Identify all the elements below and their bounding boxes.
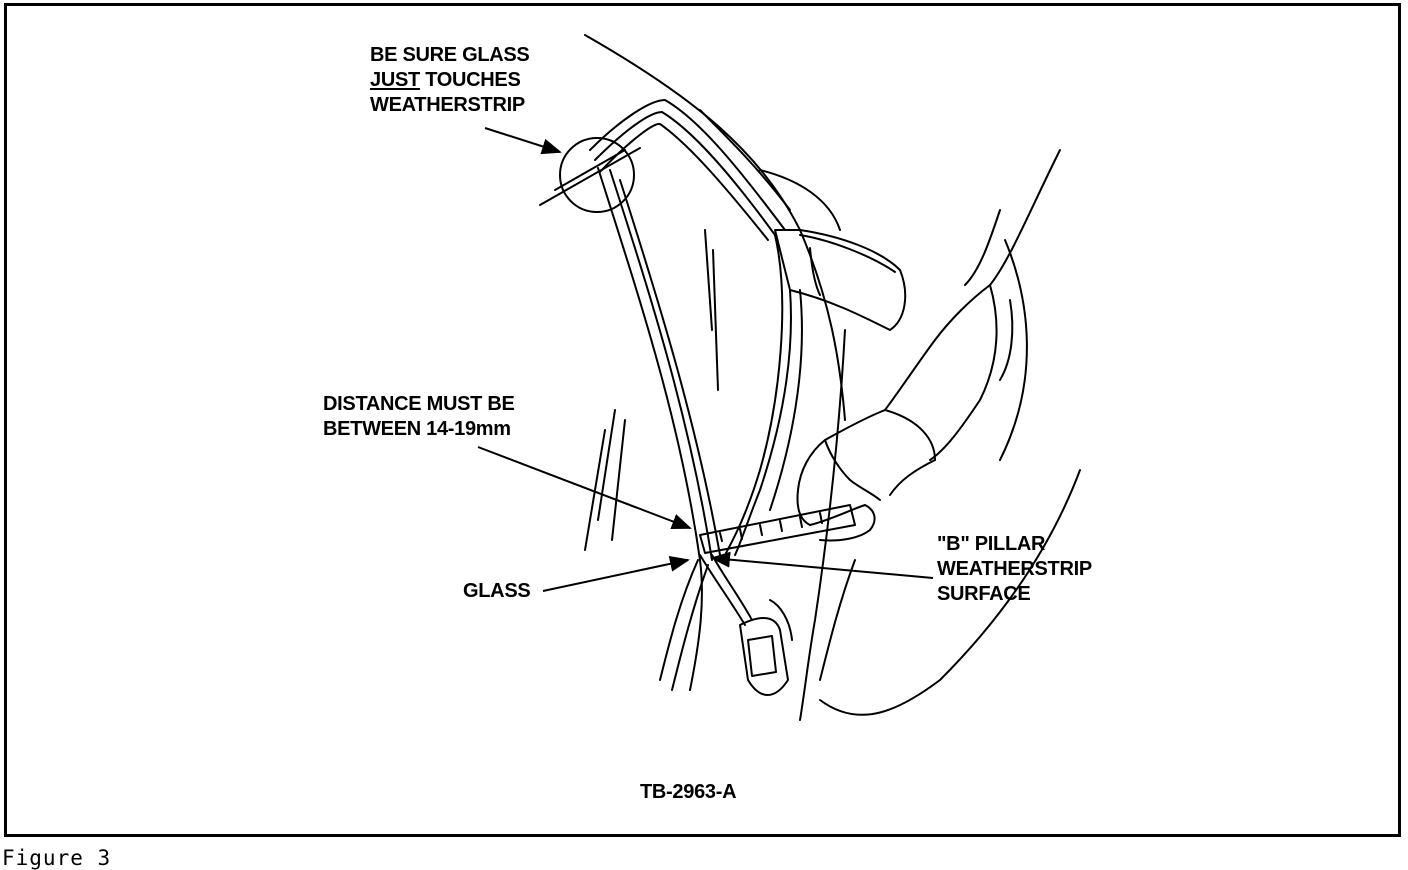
- callout-pillar-line3: SURFACE: [937, 583, 1031, 605]
- callout-glass: GLASS: [463, 580, 531, 602]
- hand: [796, 409, 886, 526]
- callout-glass-touch-line2: JUST TOUCHES: [370, 68, 529, 93]
- scale-ruler: [699, 504, 856, 554]
- window-frame: [589, 99, 786, 231]
- callout-distance-line1: DISTANCE MUST BE: [323, 393, 515, 415]
- callout-distance: DISTANCE MUST BE BETWEEN 14-19mm: [323, 392, 515, 442]
- callout-pillar-line1: "B" PILLAR: [937, 533, 1046, 555]
- callout-glass-touch: BE SURE GLASS JUST TOUCHES WEATHERSTRIP: [370, 43, 530, 118]
- figure-frame: [4, 3, 1401, 837]
- leader-pillar: [710, 551, 934, 579]
- arm: [884, 149, 1061, 411]
- detail-circle: [559, 137, 635, 213]
- b-pillar: [724, 234, 784, 556]
- callout-glass-touch-line2-rest: TOUCHES: [419, 69, 521, 91]
- callout-distance-line2: BETWEEN 14-19mm: [323, 418, 511, 440]
- callout-pillar: "B" PILLAR WEATHERSTRIP SURFACE: [937, 532, 1092, 607]
- door-handle: [739, 617, 789, 696]
- leader-glass-touch: [484, 127, 562, 155]
- side-mirror: [774, 229, 907, 331]
- glass-edge: [597, 167, 703, 691]
- callout-pillar-line2: WEATHERSTRIP: [937, 558, 1092, 580]
- callout-emphasis: JUST: [370, 69, 420, 91]
- callout-glass-touch-line1: BE SURE GLASS: [370, 44, 530, 66]
- leader-distance: [477, 446, 692, 530]
- figure-code: TB-2963-A: [640, 781, 737, 803]
- body-outline: [584, 34, 846, 421]
- callout-glass-touch-line3: WEATHERSTRIP: [370, 94, 525, 116]
- figure-caption: Figure 3: [2, 846, 112, 870]
- leader-glass: [542, 555, 690, 592]
